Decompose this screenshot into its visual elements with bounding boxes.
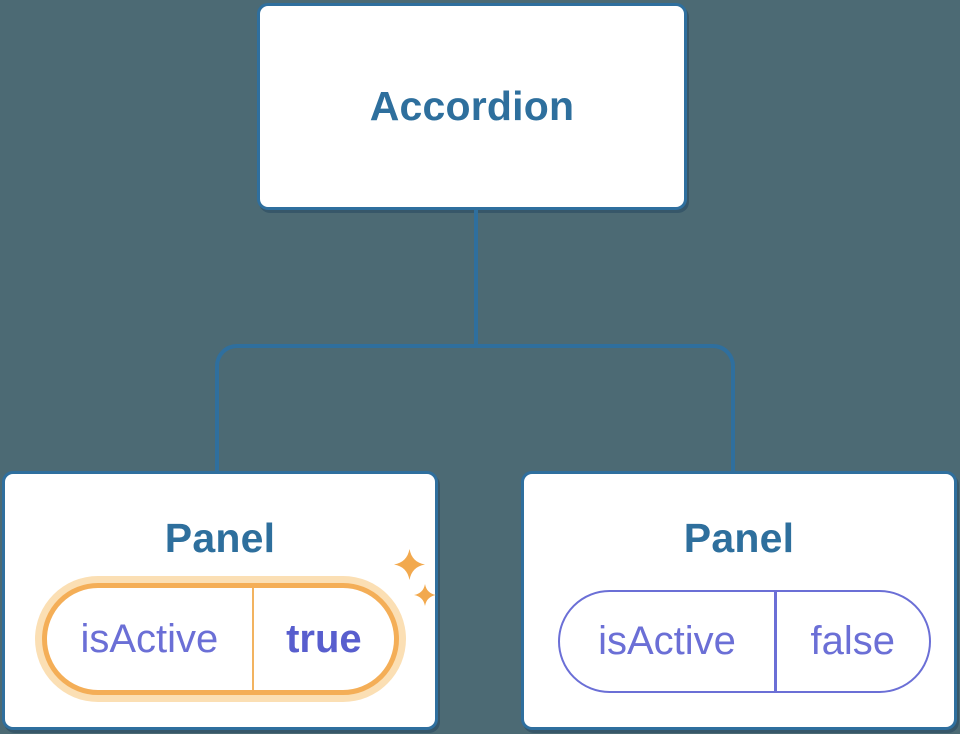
node-accordion: Accordion [257, 3, 687, 210]
sparkle-icon-shape [414, 584, 436, 606]
state-key: isActive [80, 616, 219, 661]
state-key: isActive [598, 619, 736, 663]
node-panel-inactive-label: Panel [683, 515, 795, 561]
connector-stem [474, 210, 478, 347]
connector-bracket [215, 344, 735, 471]
pill-divider [251, 588, 254, 690]
node-panel-active: Panel isActive true [2, 471, 438, 730]
state-value: true [286, 616, 362, 661]
node-panel-inactive: Panel isActive false [521, 471, 957, 730]
sparkle-icon-small [414, 584, 436, 606]
state-pill-inactive: isActive false [558, 590, 931, 693]
node-accordion-label: Accordion [369, 83, 575, 129]
state-value: false [810, 619, 896, 663]
state-pill-active: isActive true [42, 583, 399, 695]
pill-divider [774, 592, 777, 691]
node-panel-active-label: Panel [164, 515, 276, 561]
